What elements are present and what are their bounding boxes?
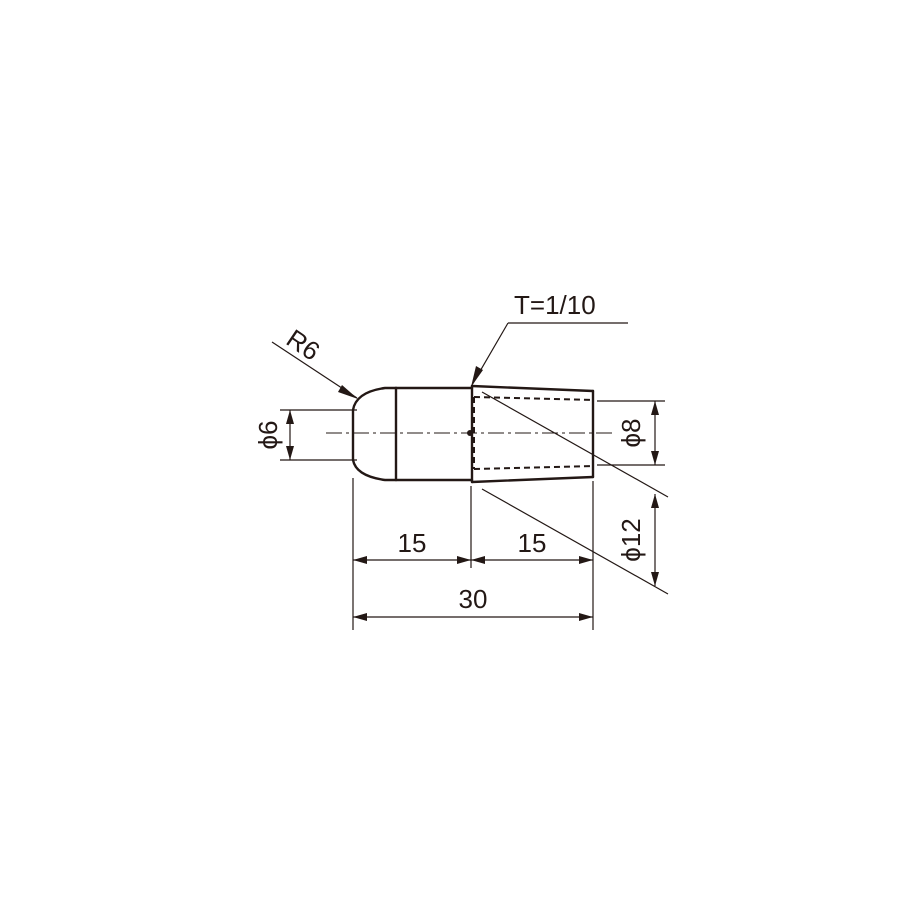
taper-bottom-edge — [470, 475, 595, 484]
taper-label: T=1/10 — [514, 290, 596, 320]
small-diameter-label: ϕ6 — [253, 420, 283, 449]
bore-diameter-label: ϕ8 — [616, 418, 646, 447]
arrow-large-bottom — [651, 572, 659, 586]
arrow-small-bottom — [286, 446, 294, 460]
length-left-label: 15 — [398, 528, 427, 558]
arrow-length-right-end — [579, 556, 593, 564]
length-right-label: 15 — [518, 528, 547, 558]
center-point — [467, 430, 473, 436]
ext-line-large-bottom — [481, 488, 669, 595]
taper-arrowhead — [471, 366, 483, 387]
nose-profile — [351, 386, 398, 482]
bore-bottom-hidden-line — [473, 465, 594, 470]
arrow-length-right-start — [471, 556, 485, 564]
small-diameter-dimension: ϕ6 — [253, 409, 357, 461]
taper-callout: T=1/10 — [471, 290, 628, 387]
arrow-bore-top — [651, 401, 659, 415]
large-diameter-dimension: ϕ12 — [481, 391, 669, 595]
arrow-large-top — [651, 494, 659, 508]
ext-line-large-top — [481, 391, 669, 498]
length-total-label: 30 — [459, 584, 488, 614]
radius-label: R6 — [281, 323, 325, 366]
arrow-length-total-start — [353, 613, 367, 621]
bore-diameter-dimension: ϕ8 — [597, 400, 665, 466]
large-diameter-label: ϕ12 — [616, 518, 646, 561]
arrow-length-left-end — [457, 556, 471, 564]
arrow-length-total-end — [579, 613, 593, 621]
radius-arrowhead — [338, 385, 358, 399]
radius-callout: R6 — [271, 323, 358, 399]
length-dimensions: 15 15 30 — [352, 478, 594, 630]
taper-top-edge — [470, 384, 595, 393]
arrow-length-left-start — [353, 556, 367, 564]
arrow-small-top — [286, 410, 294, 424]
arrow-bore-bottom — [651, 451, 659, 465]
